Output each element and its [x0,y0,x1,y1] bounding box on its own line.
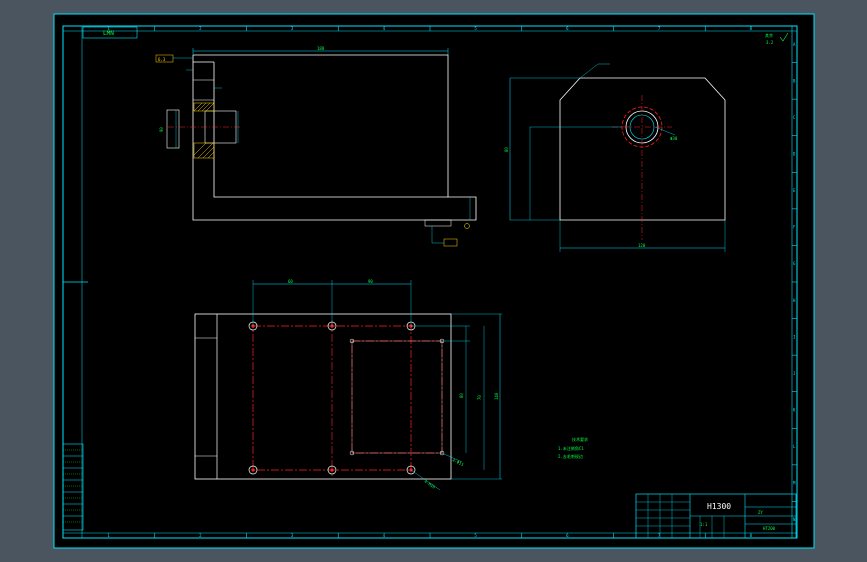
material: HT200 [763,526,776,531]
top-zones-label: 6 [566,26,569,31]
right-zones-label: H [793,298,796,303]
dim-top-width: 188 [317,46,325,51]
dim-plan-2: 90 [368,279,373,284]
dim-plan-4: 70 [477,395,482,400]
right-zones-label: I [793,334,796,339]
surface-finish-value: 3.2 [766,40,774,45]
bottom-zones-label: 8 [750,533,753,538]
dim-hole-dia: Φ30 [670,136,678,141]
bottom-zones-label: 4 [383,533,386,538]
title-tab-text: LMN [103,30,114,37]
top-zones-label: 8 [750,26,753,31]
top-zones-label: 5 [474,26,477,31]
bottom-zones-label: 3 [291,533,294,538]
right-zones-label: J [793,371,795,376]
top-zones-label: 2 [199,26,202,31]
drawing-sheet [53,13,815,549]
drawing-name: H1300 [707,502,731,511]
top-zone-markers: 1 2 3 4 5 6 7 8 [107,26,753,31]
roughness-symbol-icon [779,32,789,42]
bottom-zones-label: 1 [107,533,110,538]
top-zones-label: 4 [383,26,386,31]
right-zones-label: N [793,517,796,522]
section-hatch [193,102,215,159]
side-view-dimensions: 80 120 Φ30 [504,63,726,252]
surface-finish-label: 其余 [765,32,773,38]
top-zones-label: 1 [107,26,110,31]
left-revision-table [62,443,84,531]
tech-req-line2: 2.去毛刺锐边 [558,453,583,459]
right-zones-label: F [793,225,796,230]
dim-plan-1: 60 [288,279,293,284]
bottom-zones-label: 2 [199,533,202,538]
bottom-zones-label: 7 [658,533,661,538]
hole-note-2: 4-Φ11 [452,457,466,467]
right-zones-label: L [793,444,796,449]
dim-front-height: 90 [159,127,164,132]
hole-note: 4-M10 [423,479,436,490]
dim-plan-right: 140 [494,392,499,400]
bottom-zones-label: 6 [566,533,569,538]
title-block: H1300 ZY HT200 1:1 [635,493,797,539]
right-zones-label: K [793,408,796,413]
dim-side-width: 120 [638,243,646,248]
right-zones-label: A [793,42,796,47]
technical-requirements: 技术要求 1.未注倒角C1 2.去毛刺锐边 [558,436,588,459]
roughness-tag: 6.3 [158,57,166,62]
plan-view-dimensions: 60 90 80 70 140 4-Φ11 4-M10 [252,279,502,491]
dim-plan-3: 80 [459,393,464,398]
top-zones-label: 3 [291,26,294,31]
top-zones-label: 7 [658,26,661,31]
dim-side-height: 80 [504,147,509,152]
tech-req-title: 技术要求 [572,436,588,442]
tech-req-line1: 1.未注倒角C1 [558,445,584,451]
right-zones-label: E [793,188,796,193]
right-zones-label: M [793,481,796,486]
title-tab: LMN [82,26,138,39]
right-zones-label: B [793,78,796,83]
bottom-zone-markers: 1 2 3 4 5 6 7 8 [107,533,753,538]
right-zones-label: C [793,115,796,120]
scale-label: 1:1 [700,522,708,527]
part-code: ZY [758,510,763,515]
surface-finish-note: 其余 3.2 [765,32,789,45]
right-zone-markers: A B C D E F G H I J K L M N [792,42,797,522]
right-zones-label: G [793,261,796,266]
front-view-dimensions: 188 6.3 90 [155,46,471,247]
bottom-zones-label: 5 [474,533,477,538]
right-zones-label: D [793,152,796,157]
